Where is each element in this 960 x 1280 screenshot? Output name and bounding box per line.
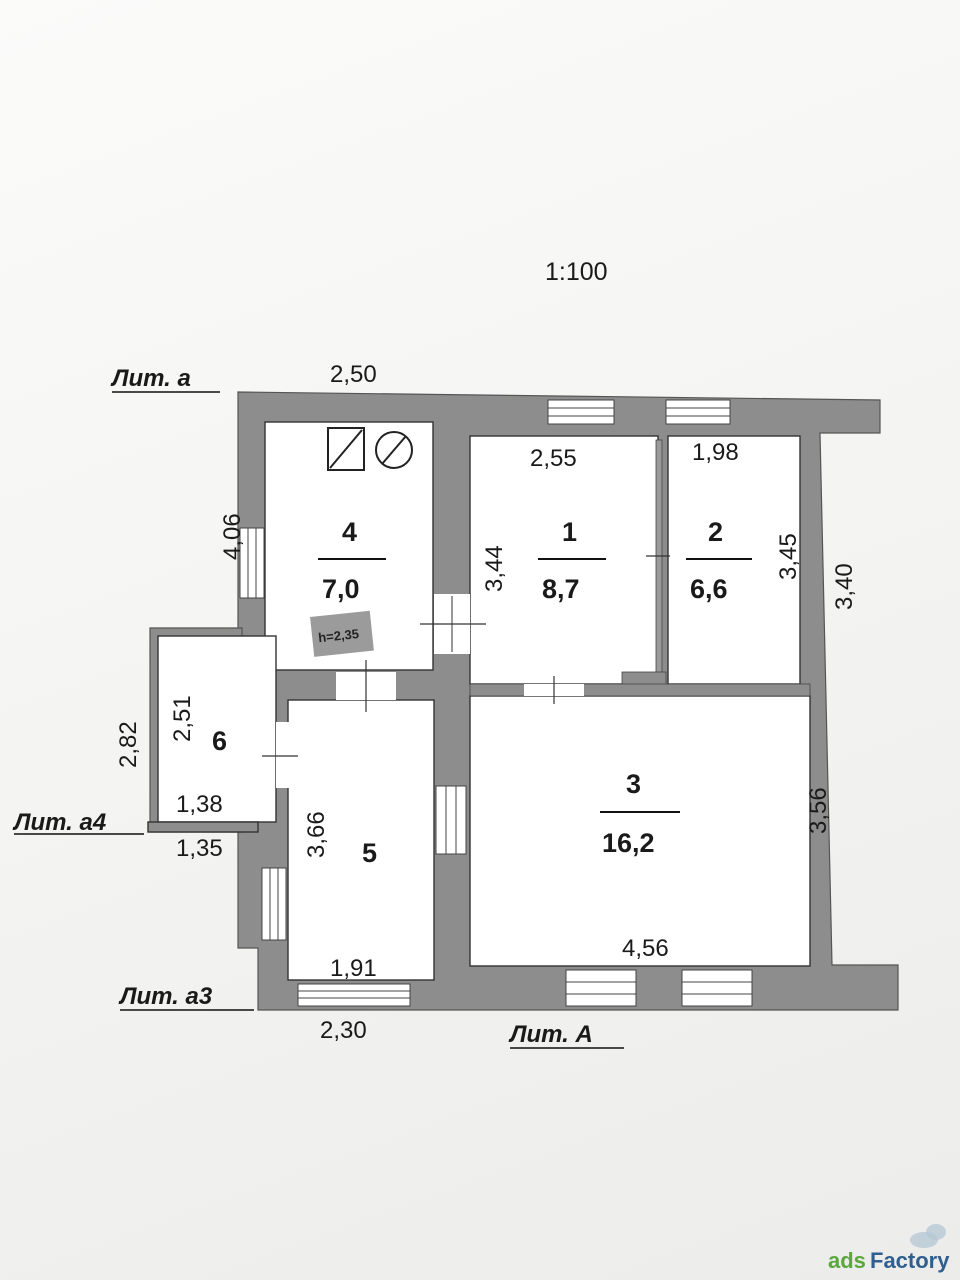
gas-meter-icon [375, 431, 413, 469]
liter-labels: Лит. а Лит. а4 Лит. а3 Лит. А [12, 365, 624, 1049]
dimensions: 2,50 2,55 1,98 1,91 4,56 2,30 1,38 1,35 … [115, 361, 858, 1044]
window-top-2 [665, 399, 731, 425]
dim-room5-height: 3,66 [303, 811, 330, 858]
dim-room2-width: 1,98 [692, 439, 739, 466]
room-1-number: 1 [562, 517, 577, 547]
scale-label: 1:100 [545, 258, 608, 286]
room-2-number: 2 [708, 517, 723, 547]
room-5 [287, 699, 435, 981]
doors [262, 555, 670, 788]
room-1-area: 8,7 [542, 574, 580, 604]
watermark-logo: ads Factory [828, 1224, 950, 1273]
window-left-room5 [261, 867, 287, 941]
label-lit-A: Лит. А [508, 1021, 593, 1048]
label-lit-a: Лит. а [110, 365, 191, 392]
room-4-number: 4 [342, 517, 357, 547]
dim-top-2-50: 2,50 [330, 361, 377, 388]
label-lit-a3: Лит. а3 [118, 983, 213, 1010]
watermark-ads: ads [828, 1248, 866, 1273]
dim-lita4-outer: 2,82 [115, 721, 142, 768]
window-bottom-room5 [297, 983, 411, 1007]
appliances [327, 427, 413, 471]
dim-room6-width: 1,38 [176, 791, 223, 818]
room-labels: 4 7,0 1 8,7 2 6,6 3 16,2 5 6 [212, 517, 752, 868]
height-note: h=2,35 [317, 626, 359, 645]
height-sticker: h=2,35 [310, 610, 374, 657]
dim-room3-width: 4,56 [622, 935, 669, 962]
room-3-number: 3 [626, 769, 641, 799]
room-3-area: 16,2 [602, 828, 655, 858]
boiler-icon [327, 427, 365, 471]
room-6 [157, 635, 277, 823]
watermark-factory: Factory [870, 1248, 950, 1273]
label-lit-a4: Лит. а4 [12, 809, 106, 836]
window-bottom-room3-b [681, 969, 753, 1007]
window-top-1 [547, 399, 615, 425]
window-room5-room3 [435, 785, 467, 855]
room-5-number: 5 [362, 838, 377, 868]
partition-1-2 [655, 439, 663, 681]
dim-room2-height: 3,45 [775, 533, 802, 580]
dim-room5-width: 1,91 [330, 955, 377, 982]
window-left-room4 [239, 527, 265, 599]
dim-room3-height: 3,56 [805, 787, 832, 834]
room-3 [469, 695, 811, 967]
room-4-area: 7,0 [322, 574, 360, 604]
windows [239, 399, 753, 1007]
dim-room4-height: 4,06 [219, 513, 246, 560]
room-2-area: 6,6 [690, 574, 728, 604]
annex-a4-sill [147, 821, 259, 833]
door-6-5 [276, 722, 290, 788]
dim-outer-right: 3,40 [831, 563, 858, 610]
cloud-icon [910, 1224, 946, 1248]
room-6-number: 6 [212, 726, 227, 756]
dim-lita3-width: 2,30 [320, 1017, 367, 1044]
dim-room1-height: 3,44 [481, 545, 508, 592]
window-bottom-room3-a [565, 969, 637, 1007]
dim-room1-width: 2,55 [530, 445, 577, 472]
dim-lita4-width: 1,35 [176, 835, 223, 862]
dim-room6-height: 2,51 [169, 695, 196, 742]
partition-1-3 [469, 683, 811, 697]
